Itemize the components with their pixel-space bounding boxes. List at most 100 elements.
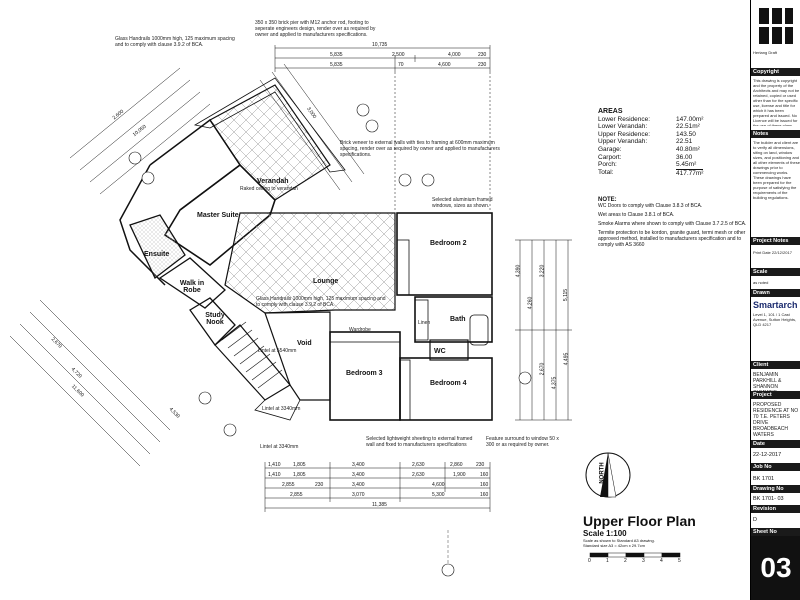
note-item: WC Doors to comply with Clause 3.8.3 of … (598, 203, 703, 209)
floor-plan-drawing (9, 45, 681, 577)
note-sheeting: Selected lightweight sheeting to externa… (366, 436, 473, 448)
dim-bot-r3-d: 4,600 (432, 482, 445, 488)
print-date: Print Date 22/12/2017 (753, 250, 792, 255)
room-lounge: Lounge (313, 278, 339, 285)
note-glass-handrails-mid: Glass Handrails 1000mm high, 125 maximum… (256, 296, 386, 308)
room-bedroom-3: Bedroom 3 (346, 370, 383, 377)
dim-bot-r3-c: 3,400 (352, 482, 365, 488)
revision-value: D (753, 517, 757, 523)
note-lintel-3340b: Lintel at 3340mm (260, 444, 299, 450)
date-heading: Date (751, 440, 800, 448)
areas-row: Upper Verandah:22.51 (598, 138, 693, 146)
dim-bottom-overall: 11,385 (372, 502, 387, 508)
north-arrow (585, 452, 631, 498)
date-value: 22-12-2017 (753, 452, 782, 458)
room-master-suite: Master Suite (197, 212, 239, 219)
logo-caption: Hertang Draft (753, 50, 778, 55)
room-bedroom-4: Bedroom 4 (430, 380, 467, 387)
scale-value: as noted (753, 280, 769, 285)
areas-row: Carport:36.00 (598, 153, 693, 161)
note-item: Wet areas to Clause 3.8.1 of BCA. (598, 212, 675, 218)
dim-bot-r4-d: 160 (480, 492, 489, 498)
job-value: BK 1701 (753, 476, 775, 482)
note-item: Smoke Alarms where shown to comply with … (598, 221, 747, 227)
wc-walls (429, 339, 469, 361)
areas-table: AREAS Lower Residence:147.00m² Lower Ver… (598, 108, 748, 177)
room-walk-in-robe: Walk in Robe (179, 280, 205, 294)
note-brick-pier: 350 x 350 brick pier with M12 anchor rod… (255, 20, 376, 38)
label-linen: Linen (418, 320, 431, 326)
sheet-number: 03 (751, 536, 800, 600)
project-notes-heading: Project Notes (751, 237, 800, 245)
dim-bot-r2-a: 1,410 (268, 472, 281, 478)
dim-top-overall: 10,735 (372, 42, 388, 48)
title-block: Upper Floor Plan Scale 1:100 Scale as sh… (583, 513, 696, 548)
dim-bot-r1-c: 3,400 (352, 462, 365, 468)
dim-bot-r1-b: 1,805 (293, 462, 306, 468)
dim-bot-r1-f: 230 (476, 462, 485, 468)
scale-tick: 1 (606, 558, 609, 564)
note-item: Termite protection to be kordon, granite… (598, 230, 746, 248)
drawing-scale: Scale 1:100 (583, 529, 627, 538)
drawn-brand: Smartarch (753, 300, 798, 310)
dim-bot-r4-b: 3,070 (352, 492, 365, 498)
dim-top-r2-b: 70 (398, 62, 404, 68)
dim-right-d: 5,115 (563, 288, 570, 302)
dim-right-g: 4,495 (563, 352, 570, 366)
notes-panel-heading: Notes (751, 130, 800, 138)
dim-bot-r2-f: 160 (480, 472, 489, 478)
drawn-detail: Level 1, 101 / 1 Cast Avenue, Sutton Hei… (753, 312, 797, 327)
scale-tick: 3 (642, 558, 645, 564)
dim-bot-r2-b: 1,805 (293, 472, 306, 478)
areas-row: Garage:40.80m² (598, 145, 700, 153)
note-glass-handrails-top: Glass Handrails 1000mm high, 125 maximum… (115, 36, 235, 48)
title-panel: Hertang Draft Copyright This drawing is … (750, 0, 800, 600)
note-aluminium-windows: Selected aluminium framed windows, sizes… (432, 197, 493, 209)
dim-bot-r3-a: 2,855 (282, 482, 295, 488)
scale-tick: 5 (678, 558, 681, 564)
dim-top-r1-c: 4,000 (448, 52, 461, 58)
areas-row: Upper Residence:143.50 (598, 130, 696, 138)
dim-top-r1-d: 230 (478, 52, 487, 58)
note-lintel-5540: Lintel at 5540mm (258, 348, 297, 354)
dim-top-r1-b: 2,500 (392, 52, 405, 58)
dim-top-r1-a: 5,835 (330, 52, 343, 58)
room-study-nook: Study Nook (205, 312, 225, 326)
lounge-area (224, 212, 396, 314)
drawing-no-value: BK 1701- 03 (753, 496, 784, 502)
drawn-heading: Drawn (751, 289, 800, 297)
room-bedroom-2: Bedroom 2 (430, 240, 467, 247)
scale-tick: 2 (624, 558, 627, 564)
areas-row: Lower Verandah:22.51m² (598, 123, 700, 131)
job-heading: Job No (751, 463, 800, 471)
notes-panel-text: The builder and client are to verify all… (753, 140, 800, 200)
dim-bot-r4-a: 2,855 (290, 492, 303, 498)
areas-row-total: Total:417.77m² (598, 168, 704, 177)
drawing-title: Upper Floor Plan (583, 513, 696, 529)
areas-row: Lower Residence:147.00m² (598, 115, 704, 123)
notes-block: NOTE: WC Doors to comply with Clause 3.8… (598, 197, 748, 251)
wir-walls (158, 257, 226, 309)
room-void: Void (297, 340, 312, 347)
dim-bot-r1-a: 1,410 (268, 462, 281, 468)
note-feature-surround: Feature surround to window 50 x 300 or a… (486, 436, 559, 448)
note-raked-ceiling: Raked ceiling to verandah (240, 186, 298, 192)
dim-right-c: 3,220 (539, 264, 546, 278)
dim-right-a: 4,390 (515, 264, 522, 278)
dim-bot-r4-c: 5,300 (432, 492, 445, 498)
scale-heading: Scale (751, 268, 800, 276)
label-wardrobe: Wardrobe (349, 327, 371, 333)
dim-bot-r2-d: 2,630 (412, 472, 425, 478)
study-walls (189, 297, 236, 347)
room-bath: Bath (450, 316, 466, 323)
bedroom2-walls (396, 212, 493, 296)
void-outline (264, 311, 331, 401)
dim-right-b: 4,260 (527, 296, 534, 310)
architect-logo (759, 8, 793, 44)
dim-top-r2-c: 4,600 (438, 62, 451, 68)
dim-bot-r3-b: 230 (315, 482, 324, 488)
areas-row: Porch:5.45m² (598, 161, 697, 169)
dim-right-e: 2,670 (539, 362, 546, 376)
room-ensuite: Ensuite (144, 251, 170, 258)
room-verandah: Verandah (257, 178, 289, 185)
